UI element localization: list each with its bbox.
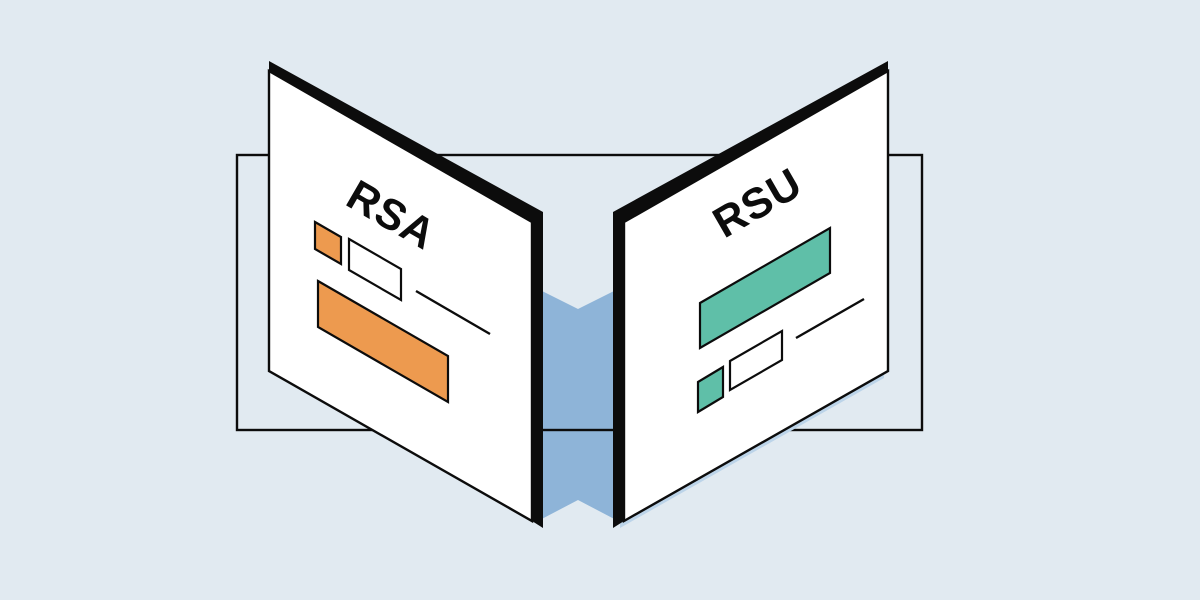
rsu-small-swatch (696, 365, 725, 414)
rsa-outlined-box (347, 237, 403, 302)
center-ribbon-shape (536, 288, 620, 522)
backdrop-rectangle (235, 153, 924, 432)
rsu-card: RSU (613, 61, 890, 528)
rsu-rule-line (795, 297, 865, 340)
rsu-card-edge (613, 61, 888, 528)
rsa-small-swatch (313, 220, 343, 266)
rsa-card-edge (269, 61, 543, 528)
rsa-large-bar (316, 279, 450, 404)
rsa-rule-line (415, 289, 491, 336)
rsu-outlined-box (728, 329, 784, 392)
rsa-card: RSA (267, 61, 543, 528)
rsu-large-bar (698, 226, 832, 350)
